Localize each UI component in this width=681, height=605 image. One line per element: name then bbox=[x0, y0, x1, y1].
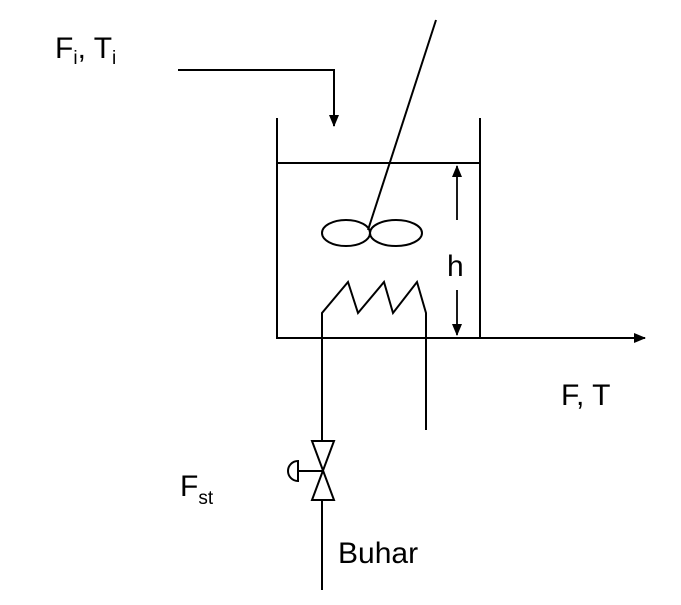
control-valve-icon bbox=[287, 440, 336, 501]
tank-wall bbox=[276, 118, 481, 339]
impeller-blade-left bbox=[321, 219, 371, 247]
heating-coil-icon bbox=[321, 279, 427, 440]
steam-flow-label: Fst bbox=[180, 470, 214, 509]
impeller-icon bbox=[321, 219, 423, 247]
steam-label: Buhar bbox=[338, 537, 418, 570]
agitator-shaft bbox=[367, 19, 437, 231]
inlet-feed-line bbox=[178, 69, 339, 127]
impeller-blade-right bbox=[369, 219, 423, 247]
level-label: h bbox=[447, 250, 464, 283]
valve-body bbox=[310, 440, 336, 501]
inlet-label: Fi, Ti bbox=[55, 32, 116, 69]
valve-actuator bbox=[287, 459, 299, 483]
outlet-label: F, T bbox=[561, 379, 610, 412]
